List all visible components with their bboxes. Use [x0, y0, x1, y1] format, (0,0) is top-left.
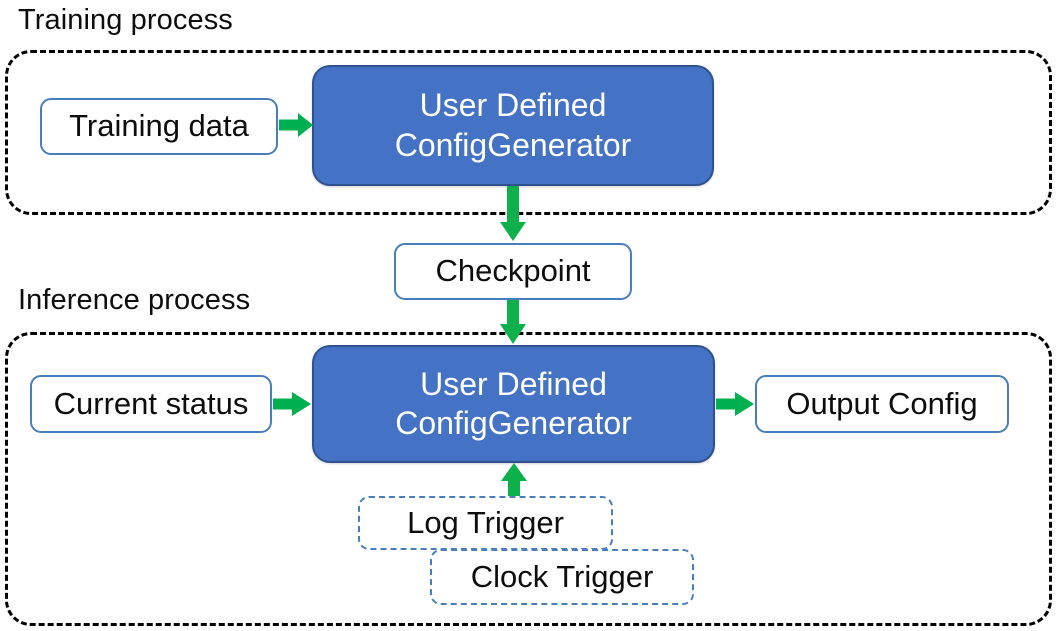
node-training-data[interactable]: Training data — [40, 98, 278, 155]
section-label-training: Training process — [18, 4, 233, 36]
node-checkpoint-label: Checkpoint — [435, 253, 591, 289]
node-training-data-label: Training data — [69, 108, 249, 144]
node-current-status-label: Current status — [53, 385, 249, 421]
node-output-config-label: Output Config — [786, 385, 978, 421]
node-training-config-generator-line2: ConfigGenerator — [394, 126, 632, 163]
node-training-config-generator-line1: User Defined — [419, 87, 607, 124]
section-label-inference: Inference process — [18, 284, 251, 316]
node-training-config-generator[interactable]: User Defined ConfigGenerator — [312, 65, 714, 186]
node-inference-config-generator-line1: User Defined — [420, 365, 607, 402]
node-inference-config-generator[interactable]: User Defined ConfigGenerator — [312, 345, 715, 463]
node-log-trigger-label: Log Trigger — [407, 504, 564, 540]
node-output-config[interactable]: Output Config — [755, 375, 1009, 433]
node-current-status[interactable]: Current status — [30, 375, 272, 433]
node-checkpoint[interactable]: Checkpoint — [394, 243, 632, 300]
node-clock-trigger[interactable]: Clock Trigger — [430, 549, 694, 605]
node-inference-config-generator-line2: ConfigGenerator — [395, 405, 632, 441]
section-container-training — [5, 50, 1052, 215]
section-container-inference — [5, 332, 1052, 626]
node-clock-trigger-label: Clock Trigger — [470, 558, 654, 594]
node-log-trigger[interactable]: Log Trigger — [358, 496, 613, 550]
